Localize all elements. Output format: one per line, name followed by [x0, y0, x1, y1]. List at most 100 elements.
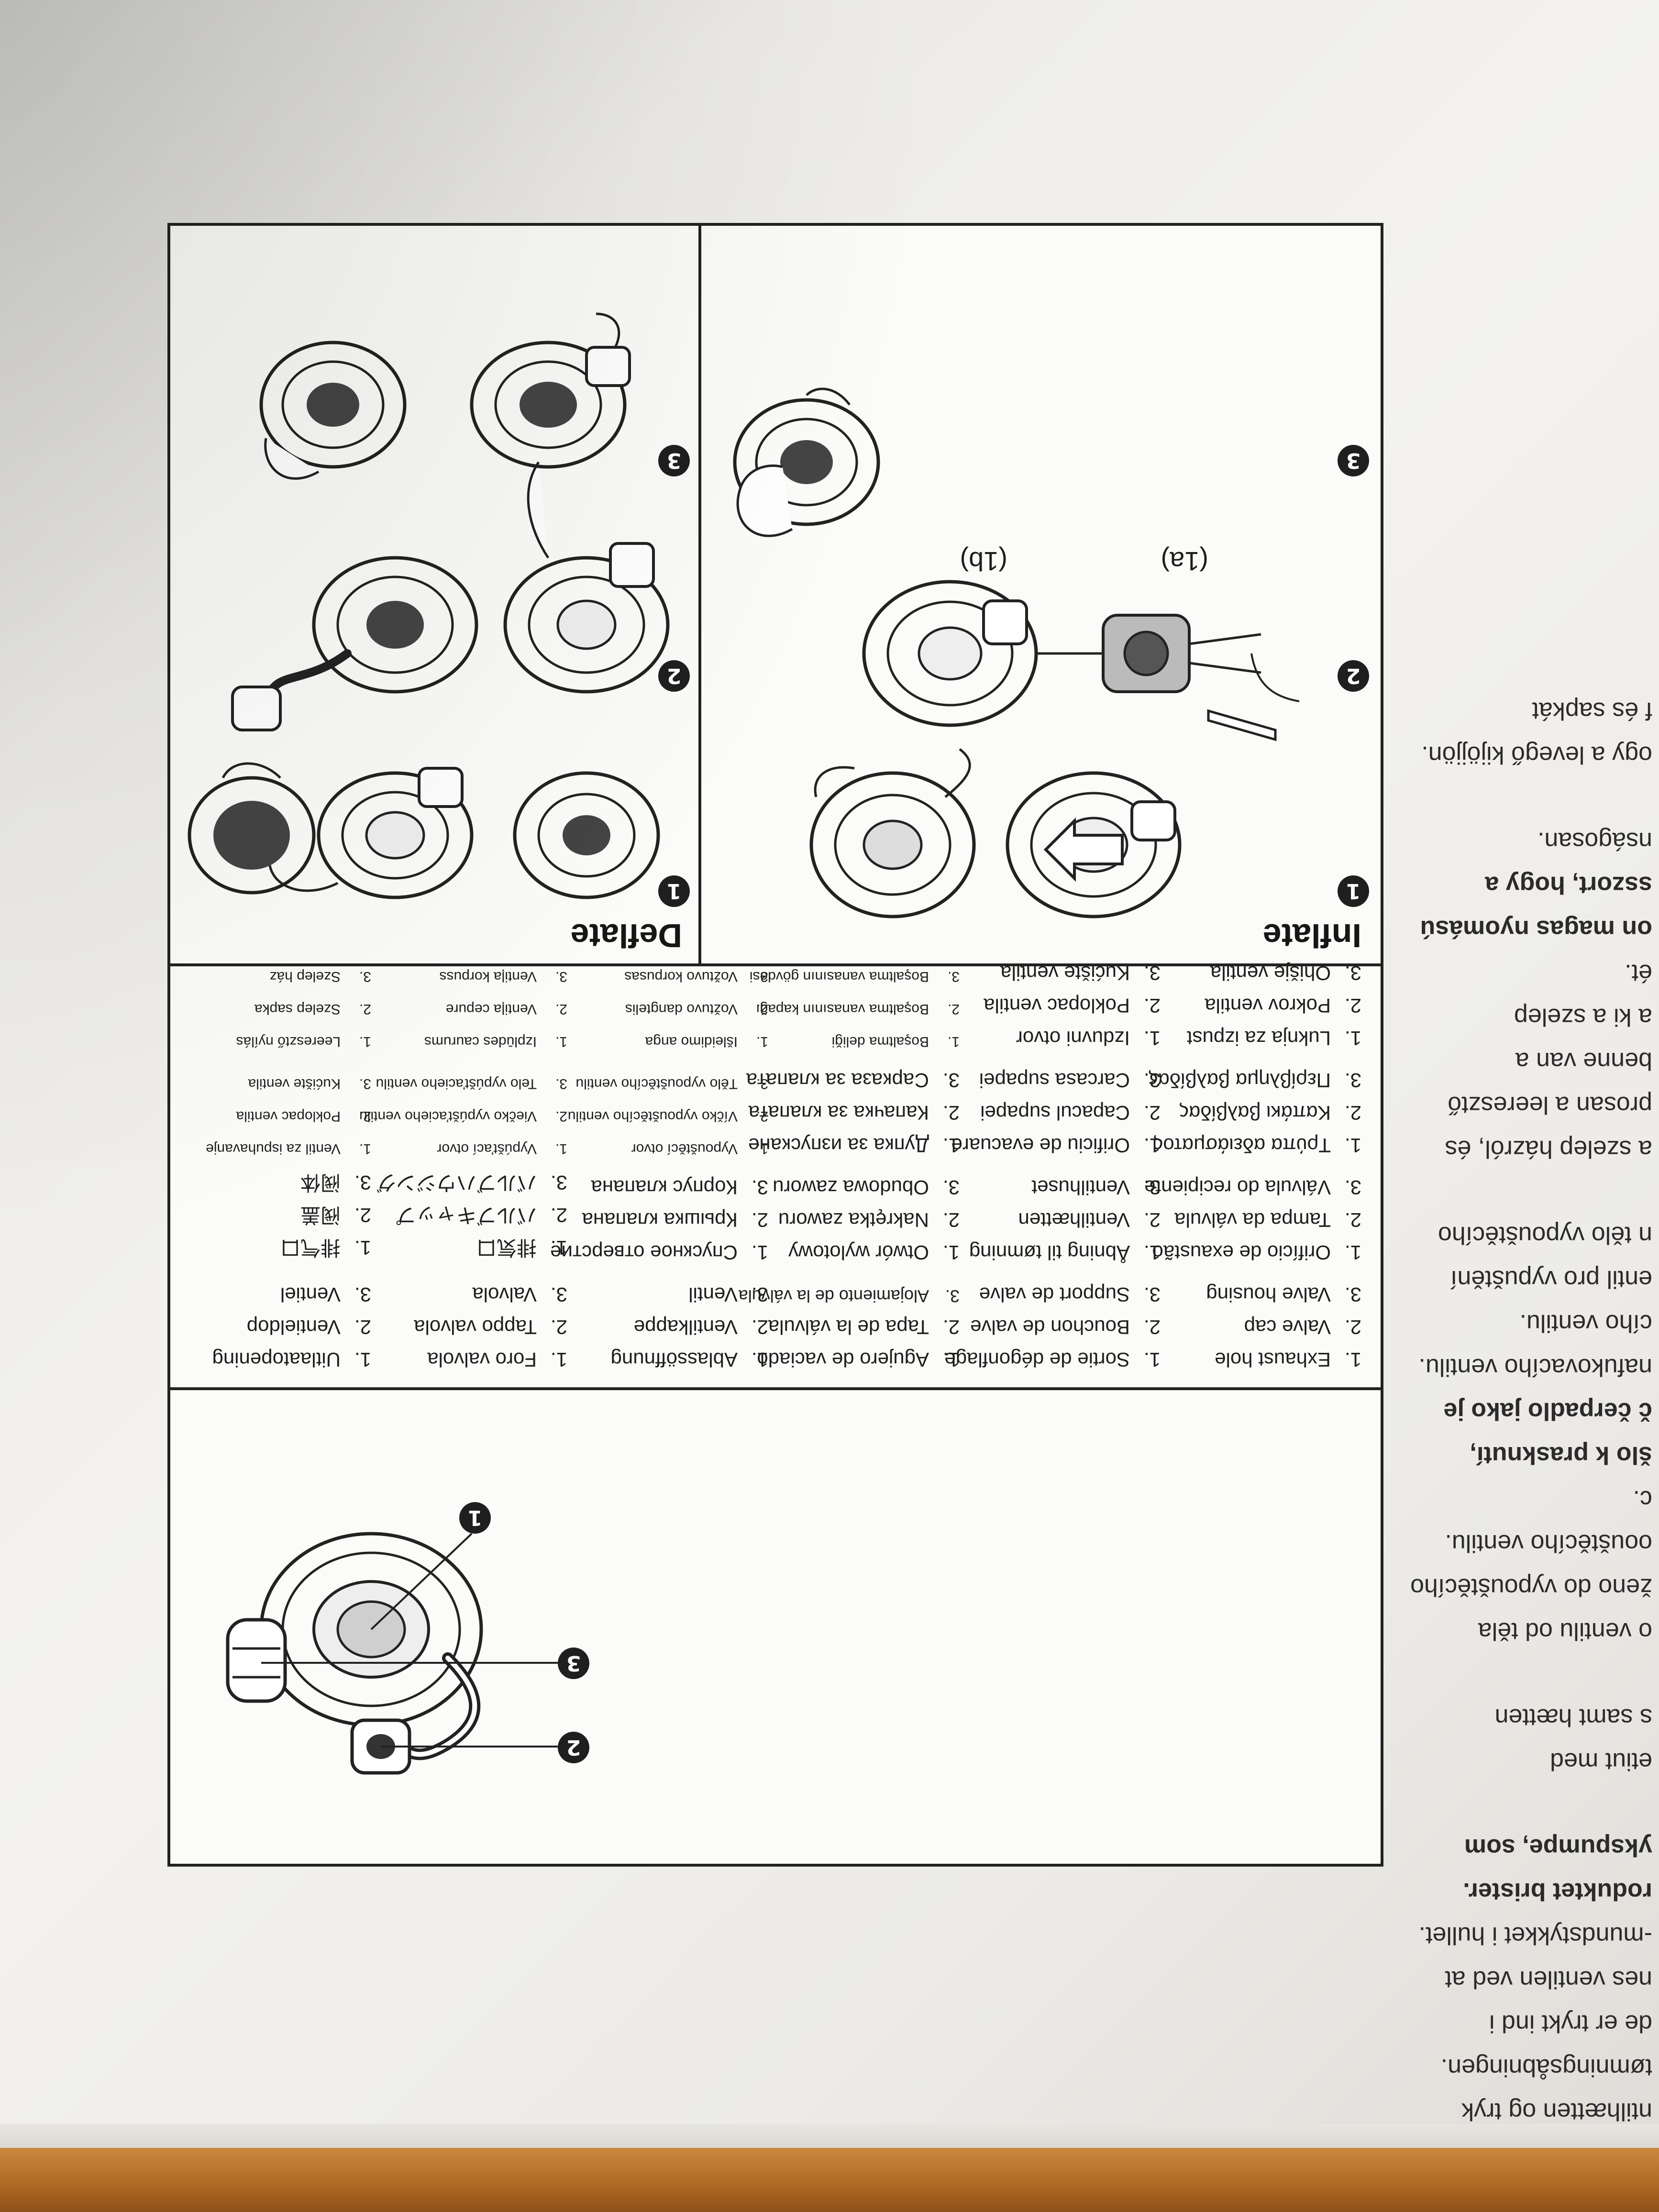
legend-cell: 2.Nakrętka zaworu: [778, 1208, 960, 1231]
legend-cell: 1.排气口: [280, 1235, 371, 1264]
text-line: s samt hætten: [1494, 1703, 1652, 1731]
inflate-step-3: 3: [1338, 445, 1369, 476]
legend-label: Uitlaatopening: [212, 1349, 341, 1371]
deflate-step-2: 2: [658, 660, 690, 692]
legend-label: Poklopac ventila: [236, 1108, 341, 1124]
legend-label: 排气口: [280, 1237, 341, 1259]
text-line: a szelep házról, és: [1445, 1135, 1652, 1163]
legend-label: Капачка за клапата: [748, 1102, 929, 1124]
legend-number: 3.: [751, 1176, 768, 1199]
legend-cell: 1.Ventil za ispuhavanje: [206, 1140, 371, 1157]
legend-number: 1.: [751, 1349, 768, 1371]
text-line: f és sapkát: [1532, 697, 1652, 725]
legend-label: Telo vypúšťacieho ventilu: [376, 1076, 537, 1092]
text-line: ogy a levegő kijöjjön.: [1421, 741, 1652, 769]
legend-number: 2.: [354, 1316, 371, 1338]
legend-number: 2.: [756, 1001, 768, 1017]
legend-cell: 1.Orificiu de evacuare: [951, 1134, 1161, 1157]
legend-cell: 1.Exhaust hole: [1215, 1348, 1361, 1371]
legend-number: 3.: [756, 969, 768, 984]
legend-number: 2.: [942, 1316, 960, 1338]
legend-label: Foro valvola: [427, 1349, 537, 1371]
legend-number: 3.: [550, 1283, 567, 1306]
legend-number: 3.: [555, 1076, 567, 1092]
text-line: etiut med: [1550, 1747, 1652, 1775]
legend-cell: 1.Boşaltma deliği: [832, 1033, 960, 1050]
legend-cell: 3.Boşaltma vanasının gövdesi: [750, 968, 960, 984]
legend-number: 3.: [942, 1176, 960, 1199]
legend-label: Корпус клапана: [591, 1176, 738, 1199]
legend-number: 2.: [751, 1209, 768, 1231]
text-line: entil pro vypuštění: [1450, 1265, 1652, 1293]
legend-cell: 1.Foro valvola: [427, 1348, 567, 1371]
legend-label: Support de valve: [979, 1283, 1130, 1306]
valve-parts-diagram: [226, 1532, 558, 1775]
legend-cell: 3.Carcasa supapei: [979, 1069, 1161, 1092]
text-line: tømningsåbningen.: [1440, 2054, 1652, 2081]
legend-cell: 3.Ventil: [688, 1283, 768, 1306]
legend-cell: 3.Ventiļa korpuss: [440, 968, 567, 984]
legend-number: 2.: [756, 1108, 768, 1124]
legend-number: 1.: [947, 1034, 960, 1050]
legend-number: 1.: [1143, 1241, 1161, 1264]
text-line: benne van a: [1515, 1047, 1652, 1075]
legend-cell: 2.Viečko vypúšťacieho ventilu: [359, 1108, 567, 1124]
legend-cell: 3.阀体: [300, 1170, 371, 1199]
text-line: o ventilu od těla: [1478, 1617, 1652, 1645]
legend-label: Agujero de vaciado: [757, 1349, 929, 1371]
legend-cell: 1.Спускное отверстие: [550, 1241, 768, 1264]
legend-cell: 3.Support de valve: [979, 1283, 1161, 1306]
legend-number: 3.: [751, 1283, 768, 1306]
legend-label: Orifício de exaustão: [1152, 1241, 1331, 1264]
deflate-title: Deflate: [570, 917, 682, 954]
legend-label: Szelep sapka: [254, 1001, 341, 1017]
legend-label: Ventieldop: [246, 1316, 341, 1338]
legend-number: 2.: [359, 1108, 371, 1124]
legend-number: 1.: [555, 1034, 567, 1050]
legend-cell: 2.Pokrov ventila: [1205, 994, 1361, 1017]
legend-number: 3.: [1143, 1176, 1161, 1199]
legend-label: Poklopac ventila: [984, 995, 1130, 1017]
legend-number: 2.: [942, 1102, 960, 1124]
legend-cell: 1.Vypúšťací otvor: [437, 1140, 567, 1157]
text-line: ženo do vypouštěcího: [1410, 1573, 1652, 1601]
legend-number: 1.: [756, 1141, 768, 1157]
callout-2: 2: [558, 1732, 589, 1763]
legend-label: Vožtuvo korpusas: [624, 969, 738, 984]
legend-label: Спускное отверстие: [550, 1241, 738, 1264]
legend-cell: 3. Telo vypúšťacieho ventilu: [376, 1075, 567, 1092]
legend-label: Ventiel: [280, 1283, 341, 1306]
divider-middle: [170, 963, 1381, 966]
legend-label: Bouchon de valve: [970, 1316, 1130, 1338]
legend-number: 3.: [1344, 1176, 1361, 1199]
legend-label: Luknja za izpust: [1186, 1027, 1331, 1050]
legend-label: Vypúšťací otvor: [437, 1141, 537, 1157]
legend-cell: 3.Válvula do recipiente: [1144, 1176, 1361, 1199]
legend-cell: 3.Περίβλημα βαλβίδας: [1148, 1069, 1361, 1092]
legend-label: Carcasa supapei: [979, 1069, 1130, 1092]
text-line: prosan a leeresztő: [1448, 1091, 1652, 1119]
text-line: a ki a szelep: [1514, 1003, 1652, 1031]
legend-cell: 3.Kućište ventila: [248, 1075, 371, 1092]
legend-cell: 3. Корпус клапана: [591, 1176, 769, 1199]
legend-cell: 2.Boşaltma vanasının kapağı: [756, 1001, 960, 1017]
callout-3: 3: [558, 1648, 589, 1679]
text-line: sszort, hogy a: [1485, 871, 1652, 899]
text-line: ét.: [1625, 959, 1652, 987]
legend-label: Крышка клапана: [582, 1209, 738, 1231]
deflate-step-1: 1: [658, 875, 690, 907]
legend-number: 1.: [942, 1349, 960, 1371]
text-line: n tělo vypouštěcího: [1438, 1221, 1652, 1249]
legend-label: Otwór wylotowy: [788, 1241, 929, 1264]
legend-cell: 1.Sortie de dégonflage: [944, 1348, 1161, 1371]
legend-label: Tappo valvola: [414, 1316, 537, 1338]
legend-cell: 1. Agujero de vaciado: [757, 1348, 960, 1371]
legend-label: Valvola: [472, 1283, 537, 1306]
inflate-step-1: 1: [1338, 875, 1369, 907]
